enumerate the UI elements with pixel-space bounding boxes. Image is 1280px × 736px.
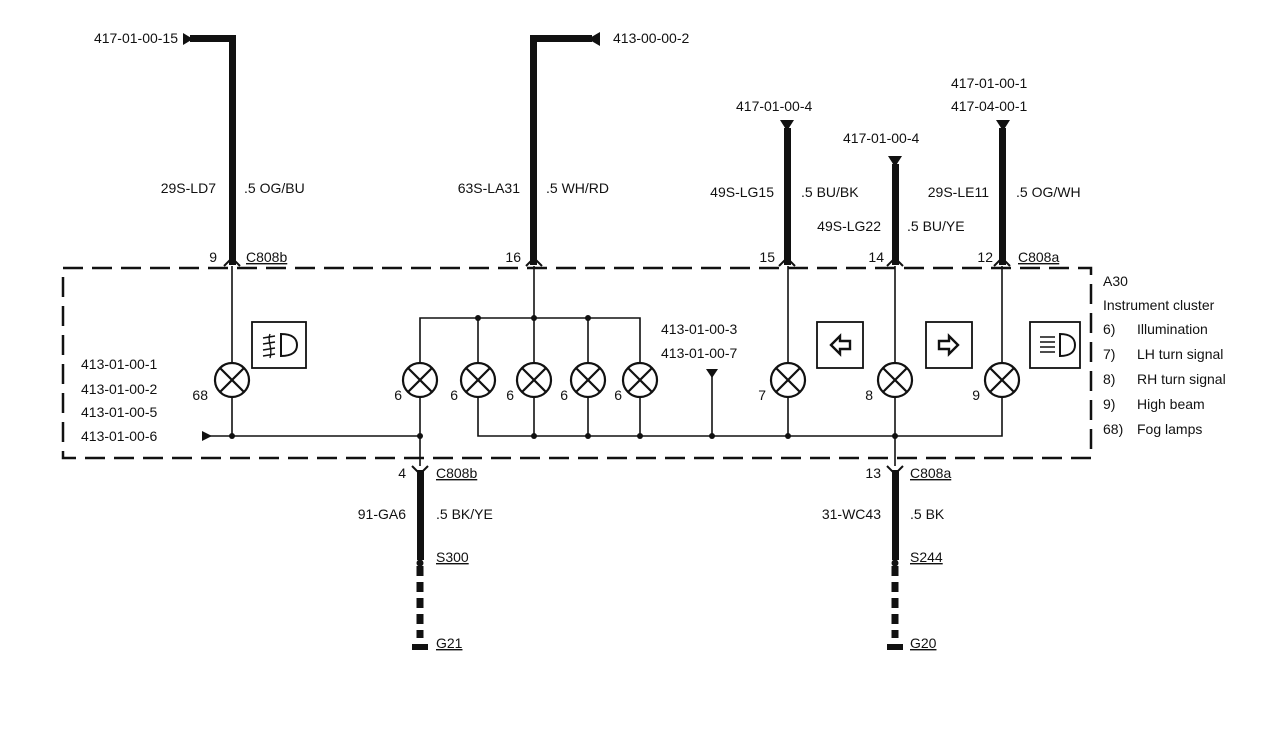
ref-turn-lh: 417-01-00-4 — [736, 98, 812, 114]
ground-wire-left — [411, 465, 429, 650]
pin-number: 12 — [977, 249, 993, 265]
connector-label: C808b — [246, 249, 287, 265]
ref-left-4: 413-01-00-6 — [81, 428, 157, 444]
bulb-lh-turn — [769, 361, 807, 399]
wire-circuit: 63S-LA31 — [458, 180, 520, 196]
ref-top-left: 417-01-00-15 — [94, 30, 178, 46]
bulb-label: 6 — [450, 387, 458, 403]
wire-spec: .5 BU/YE — [907, 218, 965, 234]
wire-circuit: 31-WC43 — [822, 506, 881, 522]
legend-text: Fog lamps — [1137, 421, 1202, 437]
wire-rh-turn-feed — [886, 156, 904, 364]
ground-input-arrow — [202, 431, 212, 441]
junction-dots — [475, 315, 591, 321]
splice-label: S244 — [910, 549, 943, 565]
bulb-illumination — [515, 361, 553, 399]
component-id: A30 — [1103, 273, 1128, 289]
bulb-label: 6 — [614, 387, 622, 403]
legend-text: LH turn signal — [1137, 346, 1223, 362]
ref-mid-1: 413-01-00-3 — [661, 321, 737, 337]
bulb-high-beam — [983, 361, 1021, 399]
wire-circuit: 49S-LG15 — [710, 184, 774, 200]
wire-illumination-feed — [525, 32, 600, 318]
pin-number: 15 — [759, 249, 775, 265]
right-arrow-icon — [925, 321, 973, 369]
bulb-illumination — [401, 361, 439, 399]
legend-num: 9) — [1103, 396, 1115, 412]
connector-label: C808a — [910, 465, 951, 481]
ref-high-beam-1: 417-01-00-1 — [951, 75, 1027, 91]
ground-wire-right — [886, 465, 904, 650]
cluster-boundary — [61, 266, 1093, 460]
component-name: Instrument cluster — [1103, 297, 1215, 313]
pin-number: 4 — [398, 465, 406, 481]
ground-bus — [210, 372, 1003, 466]
pin-number: 14 — [868, 249, 884, 265]
bulb-fog-lamp — [213, 361, 251, 399]
high-beam-icon — [1029, 321, 1081, 369]
bulb-label: 6 — [560, 387, 568, 403]
bulb-illumination — [569, 361, 607, 399]
legend-text: Illumination — [1137, 321, 1208, 337]
bulb-label: 8 — [865, 387, 873, 403]
bulb-label: 6 — [506, 387, 514, 403]
mid-ref-arrow — [706, 369, 718, 378]
ref-left-3: 413-01-00-5 — [81, 404, 157, 420]
illumination-bus — [419, 317, 641, 364]
pin-number: 9 — [209, 249, 217, 265]
ref-top-mid: 413-00-00-2 — [613, 30, 689, 46]
bulb-label: 9 — [972, 387, 980, 403]
ground-label: G21 — [436, 635, 463, 651]
wire-lh-turn-feed — [778, 120, 796, 364]
bulb-rh-turn — [876, 361, 914, 399]
wire-high-beam-feed — [993, 120, 1011, 364]
left-arrow-icon — [816, 321, 864, 369]
wire-spec: .5 WH/RD — [546, 180, 609, 196]
wire-circuit: 29S-LD7 — [161, 180, 216, 196]
wire-spec: .5 OG/BU — [244, 180, 305, 196]
bulb-illumination — [459, 361, 497, 399]
legend-num: 6) — [1103, 321, 1115, 337]
ref-mid-2: 413-01-00-7 — [661, 345, 737, 361]
bulb-label: 7 — [758, 387, 766, 403]
ref-turn-rh: 417-01-00-4 — [843, 130, 919, 146]
connector-label: C808a — [1018, 249, 1059, 265]
wire-circuit: 29S-LE11 — [928, 184, 989, 200]
wire-spec: .5 OG/WH — [1016, 184, 1081, 200]
pin-number: 16 — [505, 249, 521, 265]
ref-high-beam-2: 417-04-00-1 — [951, 98, 1027, 114]
connector-label: C808b — [436, 465, 477, 481]
bulb-label: 6 — [394, 387, 402, 403]
splice-label: S300 — [436, 549, 469, 565]
legend-num: 68) — [1103, 421, 1123, 437]
legend-num: 8) — [1103, 371, 1115, 387]
fog-lamp-icon — [251, 321, 307, 369]
ground-label: G20 — [910, 635, 937, 651]
ref-left-1: 413-01-00-1 — [81, 356, 157, 372]
wire-spec: .5 BK — [910, 506, 945, 522]
ref-left-2: 413-01-00-2 — [81, 381, 157, 397]
legend-text: RH turn signal — [1137, 371, 1226, 387]
wire-spec: .5 BK/YE — [436, 506, 493, 522]
bulb-illumination — [621, 361, 659, 399]
pin-number: 13 — [865, 465, 881, 481]
wire-circuit: 49S-LG22 — [817, 218, 881, 234]
junction-dots — [229, 433, 898, 439]
legend-text: High beam — [1137, 396, 1205, 412]
wire-spec: .5 BU/BK — [801, 184, 859, 200]
wire-circuit: 91-GA6 — [358, 506, 406, 522]
bulb-label: 68 — [192, 387, 208, 403]
legend-num: 7) — [1103, 346, 1115, 362]
wire-fog-feed — [183, 33, 241, 362]
